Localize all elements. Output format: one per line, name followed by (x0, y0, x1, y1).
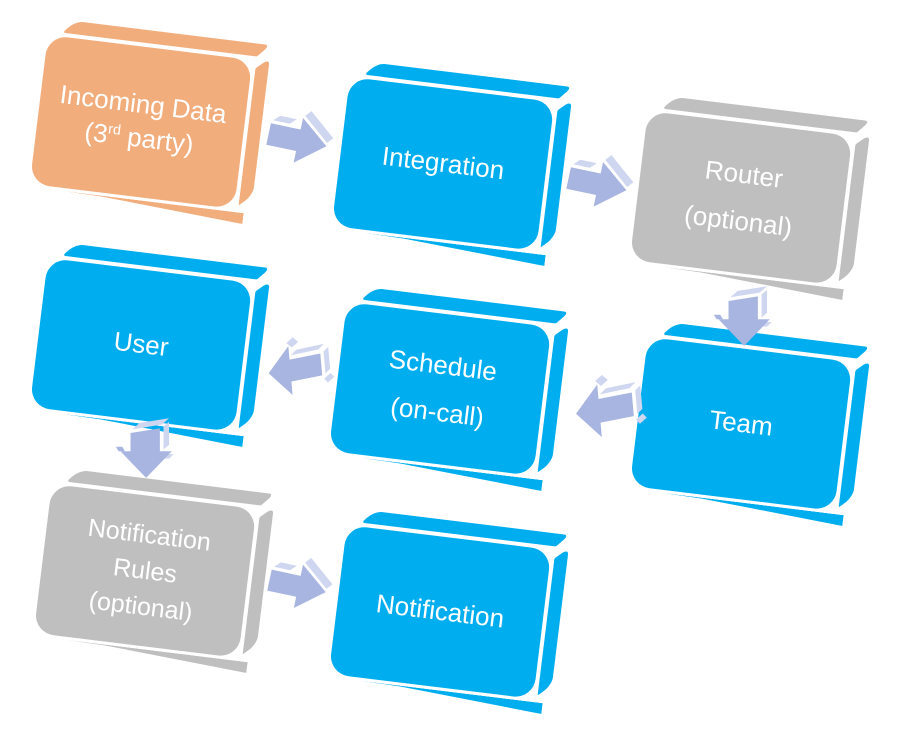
node-incoming-data-face: Incoming Data (3rd party) (29, 34, 253, 209)
arrow-down-icon (115, 418, 174, 478)
node-label: Router (optional) (682, 154, 794, 243)
node-notification: Notification (327, 507, 572, 719)
arrow-schedule-to-user (261, 329, 343, 405)
arrow-right-icon (566, 155, 634, 207)
node-incoming-data: Incoming Data (3rd party) (28, 17, 273, 229)
node-label: Team (707, 404, 775, 442)
node-label: Notification (374, 588, 506, 634)
node-router-face: Router (optional) (629, 110, 853, 285)
node-notification-face: Notification (328, 524, 552, 699)
arrow-user-to-notification-rules (114, 414, 192, 484)
node-notification-rules: Notification Rules (optional) (32, 466, 277, 678)
arrow-router-to-team (712, 282, 790, 352)
arrow-team-to-schedule (568, 366, 656, 449)
arrow-right-icon (267, 557, 333, 609)
node-integration-face: Integration (331, 76, 555, 251)
arrow-left-icon (268, 337, 335, 395)
node-notification-rules-face: Notification Rules (optional) (33, 483, 257, 658)
node-schedule-face: Schedule (on-call) (328, 301, 552, 476)
arrow-left-icon (576, 374, 647, 438)
node-schedule: Schedule (on-call) (327, 284, 572, 496)
node-router: Router (optional) (628, 93, 873, 305)
node-label: Schedule (on-call) (387, 343, 499, 433)
arrow-right-icon (266, 111, 334, 163)
arrow-down-icon (713, 286, 772, 346)
node-label: User (112, 325, 171, 363)
node-integration: Integration (330, 59, 575, 271)
node-label: Notification Rules (optional) (86, 513, 213, 628)
node-label: Incoming Data (3rd party) (58, 79, 229, 160)
arrow-notification-rules-to-notification (258, 544, 345, 628)
arrow-integration-to-router (556, 141, 645, 227)
node-label: Integration (380, 140, 506, 186)
node-user-face: User (29, 257, 253, 432)
node-team-face: Team (629, 336, 853, 511)
arrow-incoming-to-integration (256, 97, 345, 183)
